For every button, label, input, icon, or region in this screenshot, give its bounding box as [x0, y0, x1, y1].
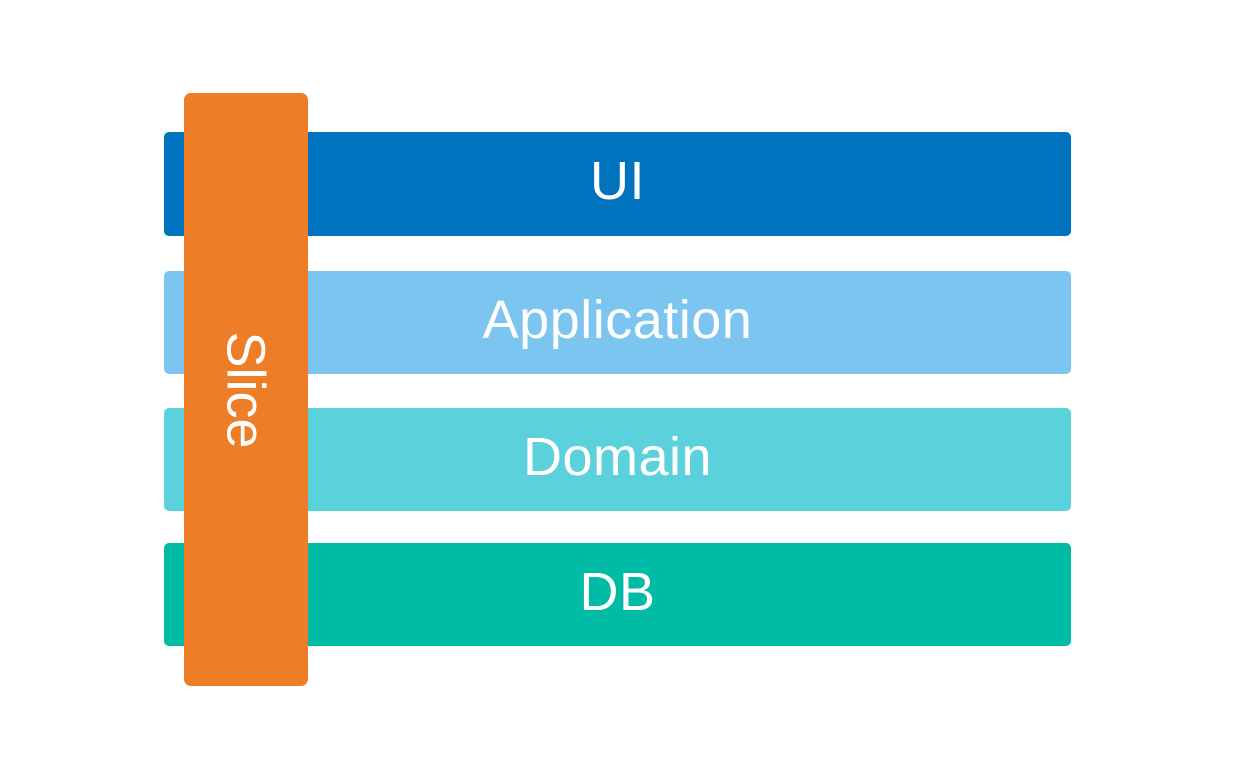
layer-bar-application: Application — [164, 271, 1071, 374]
layer-label-ui: UI — [590, 151, 645, 211]
slice-label: Slice — [215, 330, 276, 449]
layer-label-application: Application — [482, 289, 753, 350]
slice-bar: Slice — [184, 93, 308, 686]
layer-bar-db: DB — [164, 543, 1071, 646]
layer-bar-ui: UI — [164, 132, 1071, 236]
layer-label-db: DB — [579, 561, 656, 622]
layer-bar-domain: Domain — [164, 408, 1071, 511]
layer-label-domain: Domain — [522, 426, 713, 487]
